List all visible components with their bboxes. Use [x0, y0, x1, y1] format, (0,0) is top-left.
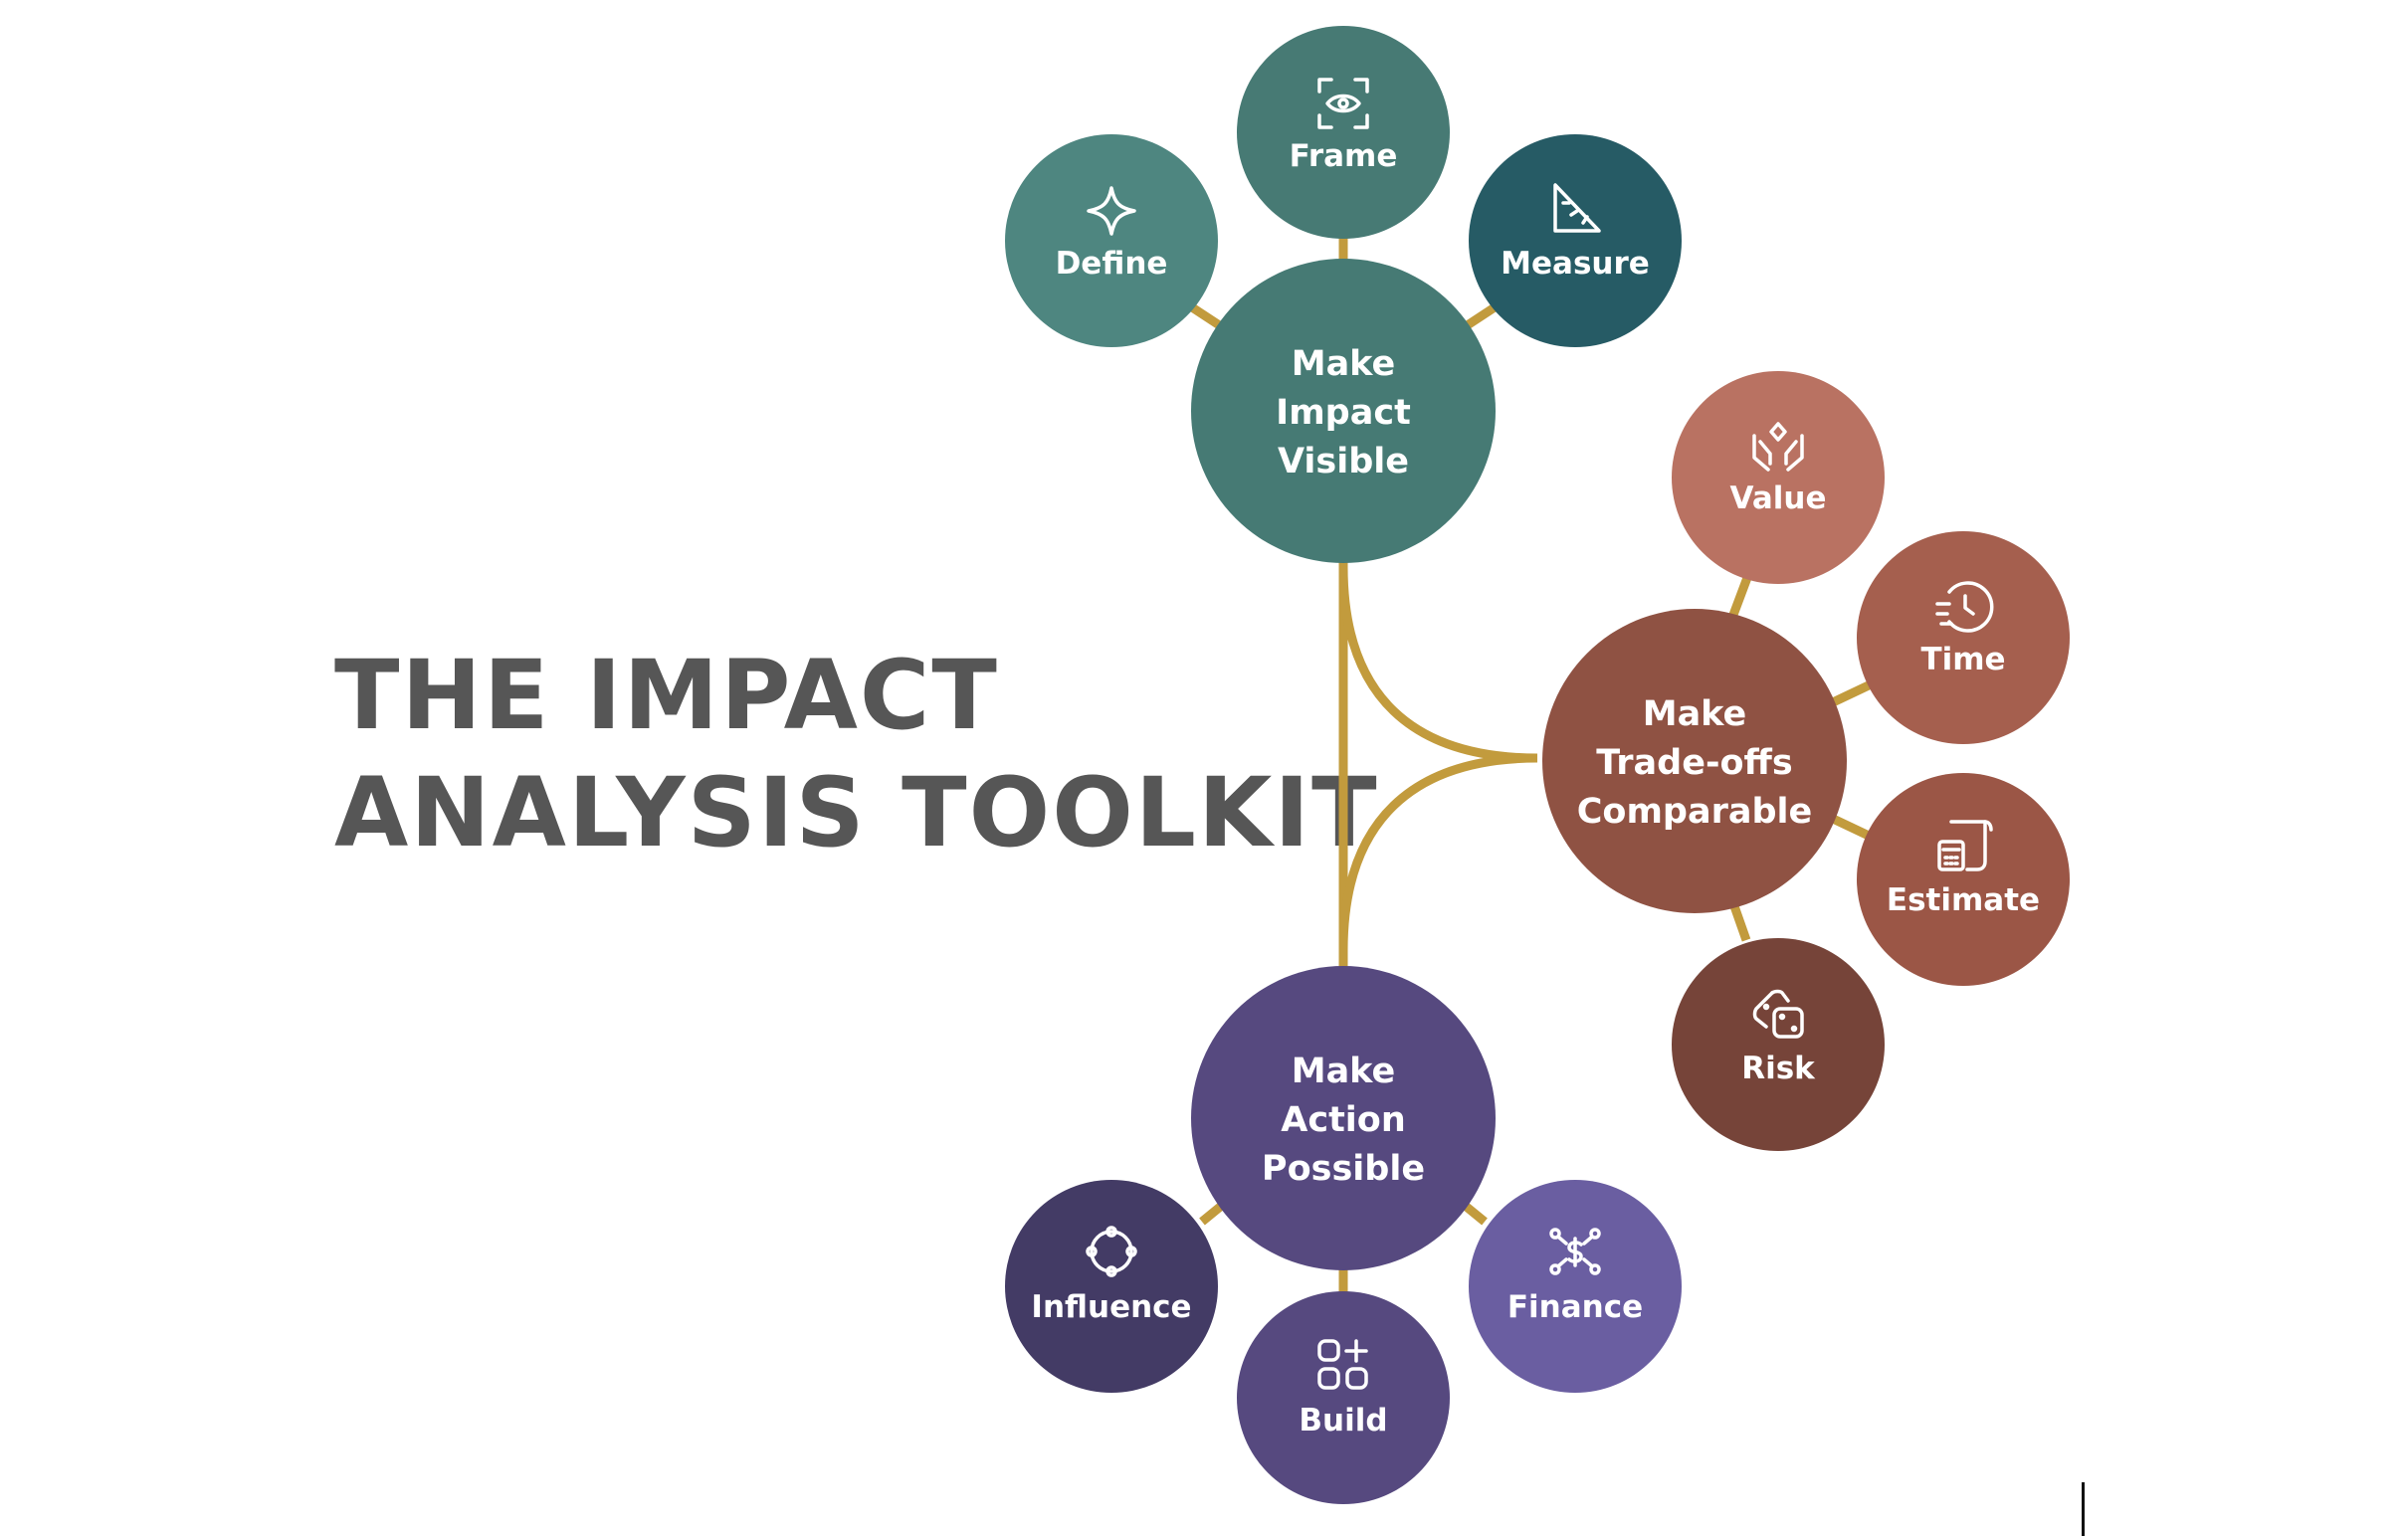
leaf-label: Risk [1741, 1051, 1816, 1086]
leaf-risk[interactable]: Risk [1672, 938, 1885, 1151]
text-cursor [2082, 1482, 2085, 1536]
upper-curve-connector [1338, 566, 1538, 763]
time-connector [1831, 679, 1873, 707]
hub-label-line-2: Impact [1276, 393, 1411, 433]
leaf-label: Measure [1501, 246, 1650, 282]
hub-make-tradeoffs-comparable[interactable]: Make Trade-offs Comparable [1542, 609, 1847, 913]
leaf-circle [1469, 1180, 1682, 1393]
leaf-label: Build [1299, 1403, 1387, 1439]
leaf-label: Frame [1290, 138, 1398, 174]
title-line-1: THE IMPACT [334, 640, 999, 751]
leaf-label: Define [1056, 246, 1168, 282]
leaf-label: Estimate [1887, 882, 2040, 918]
leaf-measure[interactable]: Measure [1469, 134, 1682, 347]
leaf-time[interactable]: Time [1857, 531, 2070, 744]
estimate-connector [1829, 813, 1871, 841]
risk-connector [1728, 901, 1751, 942]
circle-nodes-icon [1086, 1226, 1137, 1277]
hub-circle [1191, 259, 1496, 563]
eye-focus-icon [1317, 78, 1369, 129]
leaf-finance[interactable]: Finance [1469, 1180, 1682, 1393]
hub-circle [1191, 966, 1496, 1270]
dollar-network-icon [1549, 1228, 1601, 1275]
hub-label-line-1: Make [1292, 1052, 1396, 1091]
value-connector [1728, 573, 1753, 617]
hands-diamond-icon [1752, 422, 1804, 472]
hub-label-line-1: Make [1292, 344, 1396, 384]
leaf-frame[interactable]: Frame [1237, 26, 1450, 239]
leaf-build[interactable]: Build [1237, 1291, 1450, 1504]
leaf-influence[interactable]: Influence [1005, 1180, 1218, 1393]
sparkle-icon [1087, 186, 1136, 236]
leaf-circle [1672, 371, 1885, 584]
leaf-circle [1672, 938, 1885, 1151]
leaf-circle [1469, 134, 1682, 347]
hub-label-line-2: Action [1281, 1100, 1406, 1140]
lower-curve-connector [1338, 753, 1538, 951]
leaf-circle [1237, 26, 1450, 239]
calculator-icon [1937, 820, 1993, 871]
leaf-circle [1857, 773, 2070, 986]
hub-label-line-1: Make [1643, 694, 1747, 734]
hub-label-line-3: Comparable [1577, 792, 1813, 832]
ruler-triangle-icon [1553, 183, 1601, 233]
hub-make-action-possible[interactable]: Make Action Possible [1191, 966, 1496, 1270]
page-title: THE IMPACT ANALYSIS TOOLKIT [334, 637, 1379, 871]
leaf-circle [1005, 1180, 1218, 1393]
leaf-estimate[interactable]: Estimate [1857, 773, 2070, 986]
leaf-label: Finance [1507, 1289, 1643, 1325]
leaf-label: Time [1920, 642, 2005, 677]
dice-icon [1752, 989, 1804, 1039]
blocks-plus-icon [1317, 1339, 1368, 1390]
leaf-circle [1005, 134, 1218, 347]
leaf-value[interactable]: Value [1672, 371, 1885, 584]
hub-label-line-3: Possible [1262, 1149, 1425, 1189]
leaf-circle [1237, 1291, 1450, 1504]
hub-label-line-3: Visible [1278, 442, 1409, 481]
clock-icon [1935, 581, 1994, 633]
hub-label-line-2: Trade-offs [1596, 743, 1792, 783]
leaf-label: Value [1730, 480, 1827, 516]
hub-make-impact-visible[interactable]: Make Impact Visible [1191, 259, 1496, 563]
leaf-define[interactable]: Define [1005, 134, 1218, 347]
hub-circle [1542, 609, 1847, 913]
title-line-2: ANALYSIS TOOLKIT [334, 757, 1379, 868]
leaf-circle [1857, 531, 2070, 744]
leaf-label: Influence [1031, 1289, 1191, 1325]
